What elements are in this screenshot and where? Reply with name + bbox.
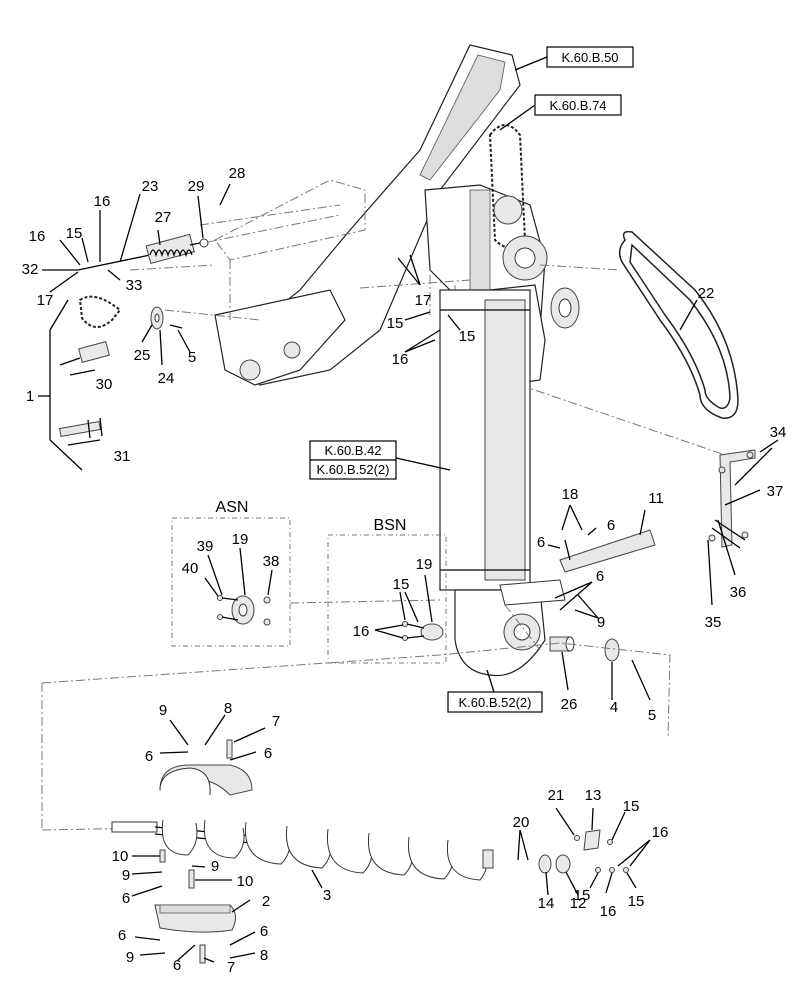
callout-17: 17 — [37, 292, 54, 309]
callout-16: 16 — [392, 351, 409, 368]
callout-15: 15 — [574, 887, 591, 904]
callout-31: 31 — [114, 448, 131, 465]
callout-33: 33 — [126, 277, 143, 294]
callout-20: 20 — [513, 814, 530, 831]
elevator-tube — [41, 289, 671, 831]
callout-37: 37 — [767, 483, 784, 500]
callout-15: 15 — [387, 315, 404, 332]
callout-6: 6 — [264, 745, 272, 762]
callout-6: 6 — [122, 890, 130, 907]
reference-label: K.60.B.52(2) — [317, 462, 390, 477]
callout-22: 22 — [698, 285, 715, 302]
reference-label: K.60.B.74 — [549, 98, 606, 113]
callout-13: 13 — [585, 787, 602, 804]
callout-15: 15 — [628, 893, 645, 910]
callout-6: 6 — [118, 927, 126, 944]
reference-box-k60b42[interactable]: K.60.B.42 — [309, 440, 397, 461]
reference-box-k60b74[interactable]: K.60.B.74 — [534, 94, 622, 116]
belt-22 — [618, 230, 739, 419]
reference-box-k60b50[interactable]: K.60.B.50 — [546, 46, 634, 68]
asn-heading: ASN — [216, 499, 249, 516]
callout-10: 10 — [237, 873, 254, 890]
callout-6: 6 — [260, 923, 268, 940]
callout-5: 5 — [188, 349, 196, 366]
reference-label: K.60.B.42 — [324, 443, 381, 458]
callout-14: 14 — [538, 895, 555, 912]
callout-15: 15 — [623, 798, 640, 815]
reference-label: K.60.B.50 — [561, 50, 618, 65]
callout-23: 23 — [142, 178, 159, 195]
callout-15: 15 — [459, 328, 476, 345]
callout-16: 16 — [600, 903, 617, 920]
callout-9: 9 — [597, 614, 605, 631]
callout-16: 16 — [29, 228, 46, 245]
callout-11: 11 — [648, 490, 664, 507]
callout-16: 16 — [353, 623, 370, 640]
reference-box-k60b52-lower[interactable]: K.60.B.52(2) — [447, 691, 543, 713]
callout-25: 25 — [134, 347, 151, 364]
callout-24: 24 — [158, 370, 175, 387]
callout-27: 27 — [155, 209, 172, 226]
callout-labels: 23 28 29 27 16 16 15 32 17 33 25 24 5 30… — [22, 165, 787, 976]
callout-17: 17 — [415, 292, 432, 309]
callout-15: 15 — [66, 225, 83, 242]
callout-7: 7 — [227, 959, 235, 976]
callout-28: 28 — [229, 165, 246, 182]
callout-39: 39 — [197, 538, 214, 555]
callout-7: 7 — [272, 713, 280, 730]
reference-boxes: K.60.B.50 K.60.B.74 K.60.B.42 K.60.B.52(… — [309, 46, 634, 713]
callout-26: 26 — [561, 696, 578, 713]
callout-30: 30 — [96, 376, 113, 393]
callout-4: 4 — [610, 699, 618, 716]
callout-3: 3 — [323, 887, 331, 904]
callout-18: 18 — [562, 486, 579, 503]
upper-frame-assembly — [129, 44, 741, 461]
callout-36: 36 — [730, 584, 747, 601]
callout-19: 19 — [416, 556, 433, 573]
callout-16: 16 — [652, 824, 669, 841]
callout-29: 29 — [188, 178, 205, 195]
callout-9: 9 — [122, 867, 130, 884]
callout-21: 21 — [548, 787, 565, 804]
reference-box-k60b52-upper[interactable]: K.60.B.52(2) — [309, 459, 397, 480]
tensioner-spring-assembly — [59, 214, 341, 439]
bsn-inset — [327, 534, 447, 664]
callout-34: 34 — [770, 424, 787, 441]
callout-8: 8 — [260, 947, 268, 964]
reference-label: K.60.B.52(2) — [459, 695, 532, 710]
callout-15: 15 — [393, 576, 410, 593]
callout-35: 35 — [705, 614, 722, 631]
callout-16: 16 — [94, 193, 111, 210]
callout-9: 9 — [211, 858, 219, 875]
callout-10: 10 — [112, 848, 129, 865]
callout-6: 6 — [596, 568, 604, 585]
callout-6: 6 — [537, 534, 545, 551]
leader-lines — [38, 56, 779, 963]
callout-5: 5 — [648, 707, 656, 724]
callout-38: 38 — [263, 553, 280, 570]
callout-9: 9 — [126, 949, 134, 966]
callout-12: 12 — [570, 895, 587, 912]
callout-32: 32 — [22, 261, 39, 278]
callout-6: 6 — [173, 957, 181, 974]
auger-assembly — [111, 739, 629, 964]
callout-2: 2 — [262, 893, 270, 910]
callout-19: 19 — [232, 531, 249, 548]
callout-9: 9 — [159, 702, 167, 719]
callout-40: 40 — [182, 560, 199, 577]
bracket-assembly-34 — [708, 449, 756, 549]
callout-6: 6 — [607, 517, 615, 534]
callout-1: 1 — [26, 388, 34, 405]
callout-6: 6 — [145, 748, 153, 765]
callout-8: 8 — [224, 700, 232, 717]
asn-inset — [171, 517, 291, 647]
bsn-heading: BSN — [374, 517, 407, 534]
